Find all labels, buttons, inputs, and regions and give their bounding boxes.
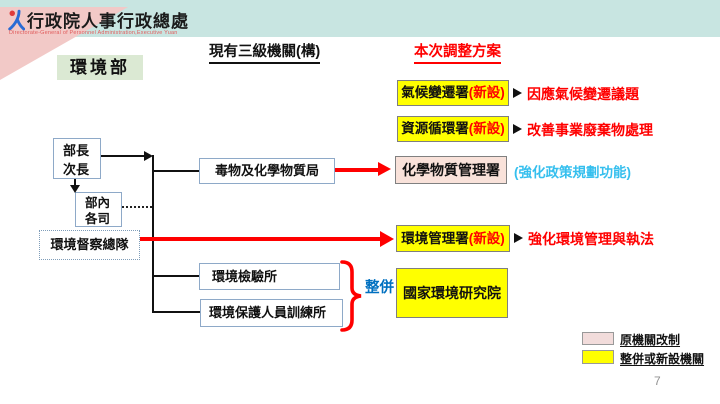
merge-label: 整併 [365,280,394,296]
page-number: 7 [654,374,661,388]
note-recycle: 改善事業廢棄物處理 [527,122,653,138]
node-internal-line1: 部內 [85,196,111,210]
arrowhead-down-icon [70,185,80,193]
node-recycle-agency: 資源循環署(新設) [397,116,509,142]
node-chemical-agency: 化學物質管理署 [395,156,507,184]
dgpa-logo-icon [8,9,25,31]
red-arrow-toxic-line [335,168,380,172]
note-climate: 因應氣候變遷議題 [527,86,639,102]
connector-dotted-internal [122,206,152,208]
org-subtitle-en: Directorate-General of Personnel Adminis… [9,30,178,36]
column-header-plan: 本次調整方案 [414,40,501,64]
node-toxic-bureau: 毒物及化學物質局 [199,158,335,184]
node-envmgmt-agency: 環境管理署(新設) [396,225,510,252]
column-header-existing: 現有三級機關(構) [209,40,321,64]
red-arrowhead-inspection-icon [380,231,394,247]
node-internal-line2: 各司 [85,212,111,226]
connector-to-toxic [154,170,199,172]
legend-swatch-reclassified [582,332,614,345]
node-minister-line1: 部長 [63,143,90,158]
connector-minister-down [74,179,76,186]
note-chemical: (強化政策規劃功能) [514,165,631,180]
merge-brace-icon [340,260,362,332]
node-envmgmt-name: 環境管理署 [401,231,469,246]
node-internal-depts: 部內 各司 [75,192,122,227]
arrowhead-right-icon [144,151,153,161]
connector-trunk [152,155,154,313]
node-recycle-name: 資源循環署 [401,121,469,136]
note-envmgmt: 強化環境管理與執法 [528,231,654,247]
node-minister-line2: 次長 [63,162,90,177]
node-climate-agency: 氣候變遷署(新設) [397,80,509,106]
connector-minister-right [101,155,146,157]
legend-swatch-merged-new [582,350,614,364]
org-title: 行政院人事行政總處 [27,12,189,31]
connector-to-lab [154,275,199,277]
ministry-title-badge: 環境部 [57,55,143,80]
note-arrow-icon [513,124,522,134]
node-research-academy: 國家環境研究院 [396,268,508,318]
new-tag: (新設) [468,121,505,136]
header-band [0,0,720,37]
new-tag: (新設) [468,85,505,100]
red-arrowhead-toxic-icon [378,162,391,176]
connector-to-training [154,311,200,313]
red-arrow-inspection-line [140,237,382,241]
node-training-institute: 環境保護人員訓練所 [200,299,343,327]
node-inspection-lab: 環境檢驗所 [199,263,340,290]
legend-label-reclassified: 原機關改制 [620,333,681,347]
node-climate-name: 氣候變遷署 [401,85,469,100]
node-inspection-corps: 環境督察總隊 [39,230,140,260]
node-minister: 部長 次長 [53,138,101,179]
legend-label-merged-new: 整併或新設機關 [620,352,705,366]
note-arrow-icon [514,233,523,243]
new-tag: (新設) [468,231,505,246]
note-arrow-icon [513,88,522,98]
